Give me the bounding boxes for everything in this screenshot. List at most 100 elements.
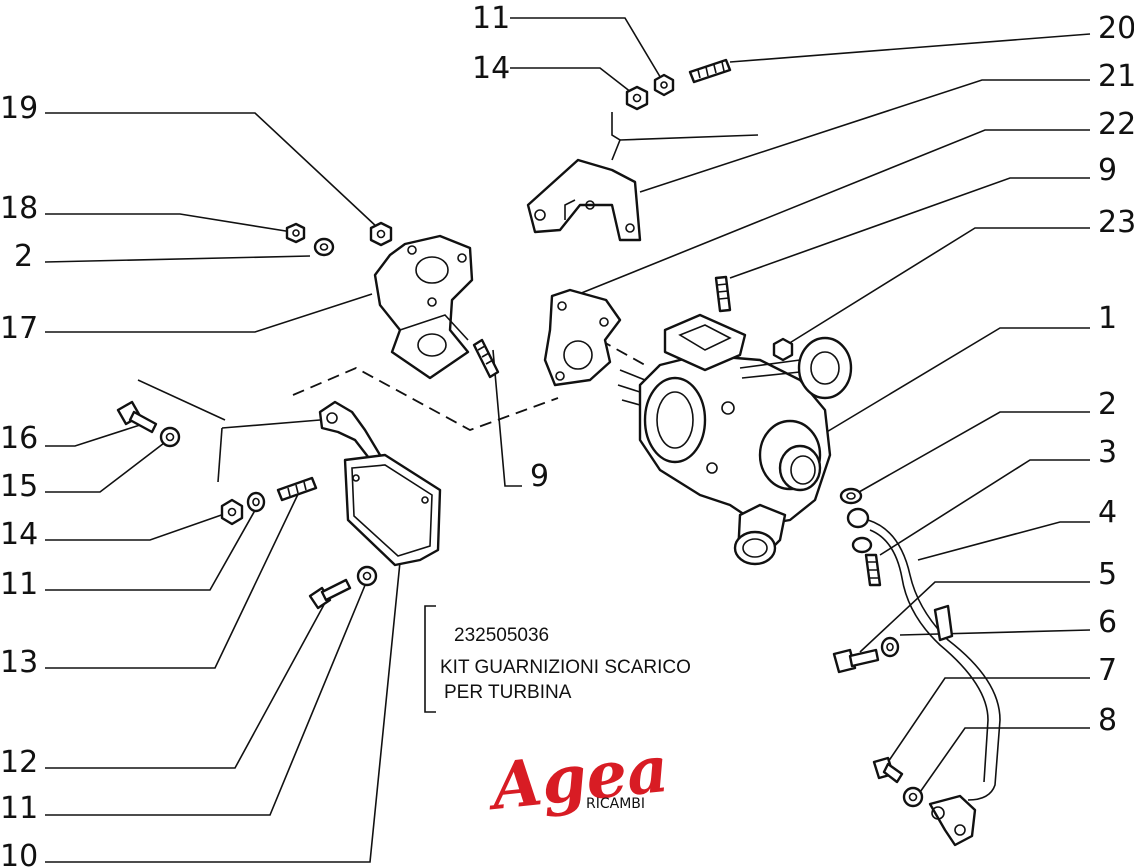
callout-20: 20 [1098,11,1134,46]
callout-5: 5 [1098,557,1117,592]
callout-2-left: 2 [14,239,33,274]
bolt-12 [308,578,352,610]
callout-10: 10 [0,839,38,867]
leader-14-top [510,67,637,97]
leader-3 [879,459,1090,556]
oil-pipe-4 [867,519,1001,801]
bolt-16 [116,400,158,434]
callout-11-mid: 11 [0,567,38,602]
leader-11-mid [45,504,259,591]
kit-code: 232505036 [454,625,549,646]
washer-15 [159,426,181,448]
washer-8 [902,786,924,808]
alignment-lines [137,112,759,483]
leader-15 [45,439,169,493]
agea-logo: Agea RICAMBI [484,732,672,826]
callout-6: 6 [1098,605,1117,640]
pipe-end-fitting [928,794,977,847]
bolt-5 [832,648,880,674]
dashed-alignment-left [292,367,559,431]
leader-14-left [45,511,231,541]
leader-12 [45,589,333,769]
leader-16 [45,424,141,447]
callout-3: 3 [1098,435,1117,470]
washer-2-right [839,487,863,505]
callout-11-bottom: 11 [0,791,38,826]
stud-20 [688,58,732,84]
pipe-bracket [933,604,954,642]
leader-19 [45,112,379,229]
callout-17: 17 [0,311,38,346]
leader-23 [787,227,1090,345]
kit-line1: KIT GUARNIZIONI SCARICO [440,657,691,678]
washer-11-bottom [356,565,378,587]
callout-9-right: 9 [1098,153,1117,188]
leader-13 [45,489,301,669]
group-bracket-top [221,419,321,429]
group-bracket-left [217,427,223,483]
nut-23 [772,337,794,362]
leader-10 [45,561,401,863]
leader-17 [45,293,373,333]
nut-19 [369,221,393,247]
heat-shield-bracket [318,400,382,464]
leader-5 [859,581,1090,653]
leader-11-bottom [45,577,369,816]
leader-2-left [44,255,311,263]
kit-bracket [424,605,436,713]
leader-21 [639,79,1090,193]
washer-6 [880,636,900,658]
callout-13: 13 [0,645,38,680]
group-line-top [611,112,621,161]
leader-20 [729,33,1091,63]
callout-15: 15 [0,469,38,504]
leader-4 [917,521,1090,561]
elbow-17 [373,234,474,380]
callout-18: 18 [0,191,38,226]
callout-14-left: 14 [0,517,38,552]
leader-22 [573,129,1090,297]
callout-7: 7 [1098,653,1117,688]
nut-14-left [220,498,244,526]
nut-18 [285,222,306,244]
stud-13 [276,476,318,502]
washer-11-mid [246,491,266,513]
heat-shield-10 [343,453,442,567]
stud-9-middle [472,338,500,379]
callout-19: 19 [0,91,38,126]
nut-14-top [625,85,649,111]
callout-8: 8 [1098,703,1117,738]
banjo-fitting-3 [846,507,882,587]
callout-11-top: 11 [472,1,510,36]
leader-7 [887,677,1090,763]
callout-2-right: 2 [1098,387,1117,422]
callout-14-top: 14 [472,51,510,86]
group-line-top-h [619,134,759,141]
leader-18 [45,213,293,233]
leader-9-right [729,177,1090,279]
callout-21: 21 [1098,59,1134,94]
bolt-7 [872,756,904,784]
leader-6 [899,629,1091,636]
callout-23: 23 [1098,205,1134,240]
callout-16: 16 [0,421,38,456]
stud-9-right [714,275,732,313]
callout-9-bottom: 9 [530,459,549,494]
kit-line2: PER TURBINA [444,682,572,703]
callout-1: 1 [1098,301,1117,336]
leader-9-bottom [492,349,522,487]
leader-2-right [851,411,1090,497]
callout-4: 4 [1098,495,1117,530]
dashed-alignment-right [599,339,646,366]
callout-22: 22 [1098,107,1134,142]
nut-11-top [653,73,675,97]
group-line-left [137,379,226,421]
leader-1 [819,327,1090,437]
leader-8 [917,727,1090,796]
callout-12: 12 [0,745,38,780]
logo-tagline: RICAMBI [586,796,645,812]
gasket-22 [543,288,622,387]
